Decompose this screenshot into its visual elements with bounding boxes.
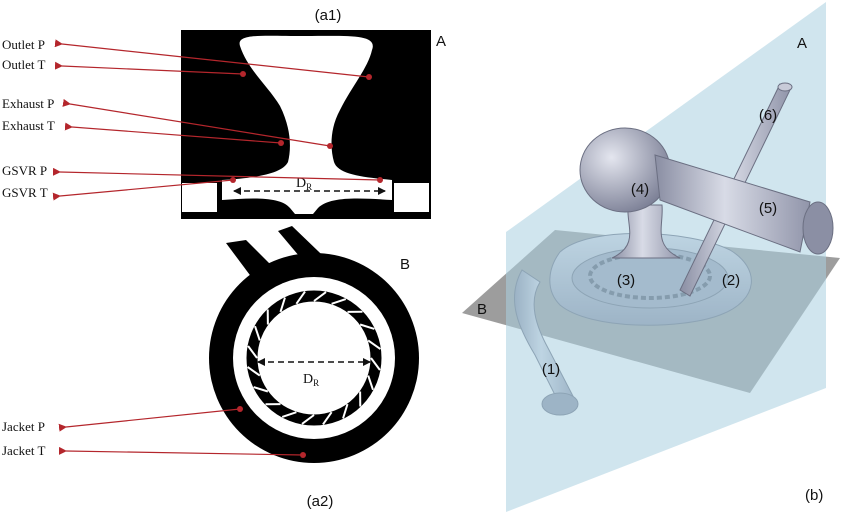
probe-dot-outlet-t <box>240 71 246 77</box>
probe-arrow-jacket-t <box>58 446 304 456</box>
probe-arrow-exhaust-t <box>64 122 282 144</box>
vane-slot <box>301 414 315 425</box>
part-outlet-pipe-end <box>802 201 834 255</box>
part-outlet-pipe <box>654 154 811 253</box>
a1-plane-label: A <box>436 33 446 50</box>
plane-a-label: A <box>797 35 807 52</box>
probe-dot-gsvr-p <box>377 177 383 183</box>
a1-diameter-label: DR <box>296 176 312 192</box>
vane-slot <box>313 291 327 302</box>
probe-dot-outlet-p <box>366 74 372 80</box>
probe-label-gsvr-p: GSVR P <box>2 163 47 178</box>
part-label-5: (5) <box>759 200 777 217</box>
vane-slot <box>247 345 258 359</box>
probe-arrow-outlet-p <box>54 39 370 78</box>
a2-vanes <box>247 291 381 425</box>
probe-dot-jacket-p <box>237 406 243 412</box>
probe-arrow-exhaust-p <box>62 98 331 147</box>
caption-a2: (a2) <box>307 493 334 510</box>
a2-diameter-label: DR <box>303 372 319 388</box>
probe-arrow-outlet-t <box>54 61 244 75</box>
vane-slot <box>331 298 347 305</box>
vane-slot <box>367 339 381 350</box>
caption-a1: (a1) <box>315 7 342 24</box>
probe-dot-jacket-t <box>300 452 306 458</box>
vane-slot <box>367 375 374 391</box>
part-label-2: (2) <box>722 272 740 289</box>
probe-label-exhaust-t: Exhaust T <box>2 118 55 133</box>
probe-arrow-gsvr-p <box>52 167 381 181</box>
a2-vane-ring <box>246 290 382 426</box>
probe-label-outlet-t: Outlet T <box>2 57 46 72</box>
probe-label-jacket-t: Jacket T <box>2 443 45 458</box>
a1-probes: Outlet P Outlet T Exhaust P Exhaust T GS… <box>2 37 383 201</box>
plane-b-label: B <box>477 301 487 318</box>
a1-right-pocket <box>394 183 429 212</box>
a1-left-pocket <box>182 183 217 212</box>
probe-arrow-gsvr-t <box>52 179 234 201</box>
vane-slot <box>254 325 261 341</box>
probe-label-jacket-p: Jacket P <box>2 419 45 434</box>
vane-slot <box>281 411 297 418</box>
panel-a2: B DR (a2) <box>209 226 419 510</box>
vane-slot <box>295 291 306 305</box>
vane-slot <box>342 403 349 419</box>
a1-flow-channel <box>222 35 392 214</box>
probe-label-outlet-p: Outlet P <box>2 37 45 52</box>
probe-label-exhaust-p: Exhaust P <box>2 96 54 111</box>
probe-dot-exhaust-p <box>327 143 333 149</box>
a2-plane-label: B <box>400 256 410 273</box>
vane-slot <box>247 366 261 377</box>
part-label-1: (1) <box>542 361 560 378</box>
probe-label-gsvr-t: GSVR T <box>2 185 48 200</box>
panel-b: B A (1) (2) (3) (4) (5) (6) (b) <box>462 2 840 512</box>
part-throat <box>611 204 681 259</box>
probe-dot-exhaust-t <box>278 140 284 146</box>
vane-slot <box>253 386 269 393</box>
panel-a1: (a1) A DR <box>181 7 446 219</box>
vane-slot <box>359 323 375 330</box>
a2-probes: Jacket P Jacket T <box>2 406 306 458</box>
part-label-3: (3) <box>617 272 635 289</box>
part-label-6: (6) <box>759 107 777 124</box>
vane-slot <box>370 357 381 371</box>
vane-slot <box>279 297 286 313</box>
probe-arrow-jacket-p <box>58 408 241 432</box>
caption-b: (b) <box>805 487 823 504</box>
part-label-4: (4) <box>631 181 649 198</box>
vane-slot <box>322 411 333 425</box>
probe-dot-gsvr-t <box>230 177 236 183</box>
part-bleed-pipe-end <box>777 82 793 92</box>
